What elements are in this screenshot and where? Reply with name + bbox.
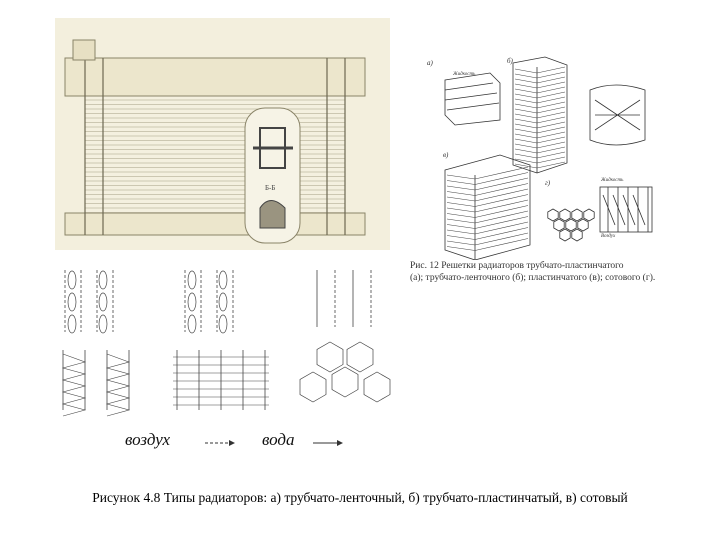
flow-schematics	[55, 262, 400, 422]
part-label-g: г)	[545, 179, 551, 187]
air-label: Воздух	[601, 234, 616, 239]
radiator-drawing: Б-Б	[55, 18, 390, 250]
air-legend-arrow	[205, 440, 235, 446]
lattice-b	[512, 56, 568, 174]
part-label-v: в)	[443, 151, 449, 159]
radiator-core	[84, 58, 346, 235]
part-label-a: а)	[427, 59, 434, 67]
figure-12-caption-line-2: (а); трубчато-ленточного (б); пластинчат…	[410, 273, 656, 283]
lattice-a	[444, 72, 501, 126]
air-legend-label: воздух	[125, 430, 171, 449]
fluid-label: Жидкость	[452, 72, 476, 77]
lattice-types-drawing: а) б) в) г) Жидкость Жидкость Воздух	[405, 55, 705, 261]
lattice-v	[589, 84, 646, 146]
fluid-label-2: Жидкость	[600, 178, 624, 183]
part-label-b: б)	[507, 57, 514, 65]
section-label: Б-Б	[265, 184, 275, 192]
figure-caption: Рисунок 4.8 Типы радиаторов: а) трубчато…	[92, 490, 628, 505]
schematic-honeycomb	[299, 270, 391, 403]
schematic-tube-plate	[173, 270, 269, 410]
water-legend-arrow	[313, 440, 343, 446]
lattice-g	[444, 154, 531, 261]
figure-12-caption: Рис. 12 Решетки радиаторов трубчато-плас…	[410, 260, 710, 284]
schematic-tube-ribbon	[61, 270, 131, 417]
honeycomb-sample	[547, 208, 595, 242]
water-legend-label: вода	[262, 430, 295, 449]
tube-sample	[599, 186, 653, 233]
flow-legend: воздух вода	[125, 430, 365, 456]
figure-12-caption-line-1: Рис. 12 Решетки радиаторов трубчато-плас…	[410, 261, 624, 271]
